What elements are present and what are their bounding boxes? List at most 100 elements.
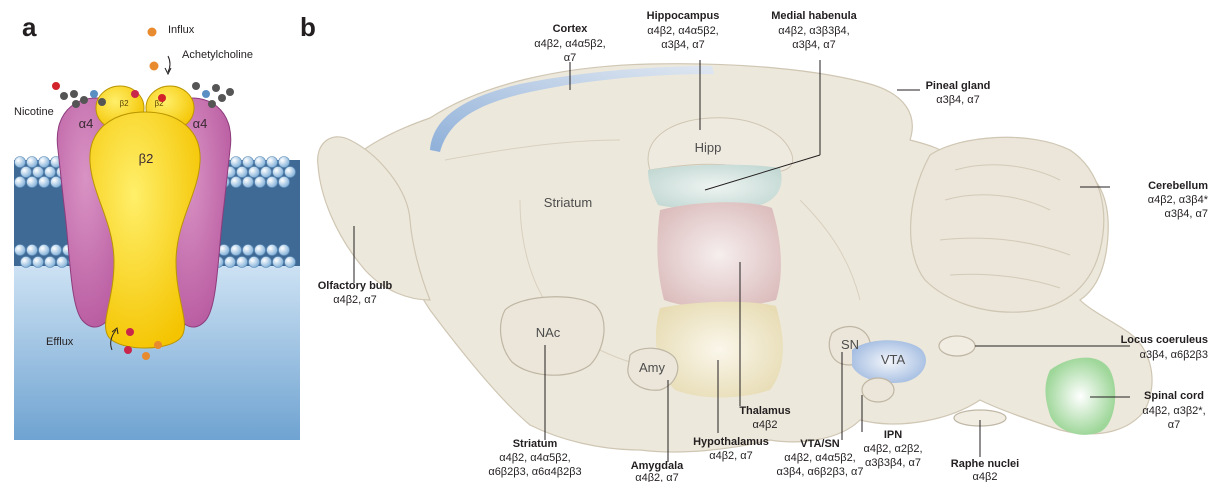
ipn-shape — [862, 378, 894, 402]
lipid-head — [249, 167, 260, 178]
label-vta-sn-line2: α3β4, α6β2β3, α7 — [777, 466, 864, 478]
region-striatum-label: Striatum — [544, 195, 592, 210]
region-hipp-label: Hipp — [695, 140, 722, 155]
brain-sagittal: Hipp Striatum NAc Amy SN VTA — [318, 64, 1152, 452]
label-vta-sn: VTA/SN — [800, 438, 840, 450]
lipid-head — [285, 167, 296, 178]
thalamus-region — [657, 202, 781, 307]
lipid-head — [39, 177, 50, 188]
acetylcholine-label: Achetylcholine — [182, 49, 253, 61]
lipid-head — [267, 245, 278, 256]
alpha4-left-label: α4 — [79, 116, 94, 131]
lipid-head — [231, 177, 242, 188]
receptor-illustration: α4 α4 β2 β2 β2 I — [14, 24, 300, 440]
lipid-head — [285, 257, 296, 268]
lipid-head — [51, 245, 62, 256]
label-cerebellum-line1: α4β2, α3β4* — [1148, 194, 1209, 206]
label-spinal-cord: Spinal cord — [1144, 390, 1204, 402]
lipid-head — [255, 177, 266, 188]
label-ipn: IPN — [884, 429, 902, 441]
alpha4-right-label: α4 — [193, 116, 208, 131]
label-cortex-line2: α7 — [564, 52, 576, 64]
lipid-head — [57, 257, 68, 268]
lipid-head — [27, 177, 38, 188]
lipid-head — [39, 245, 50, 256]
beta2-small-left-label: β2 — [119, 99, 129, 108]
lipid-head — [255, 245, 266, 256]
acetylcholine-dot — [148, 28, 157, 37]
region-vta-label: VTA — [881, 352, 906, 367]
panel-label-b: b — [300, 12, 316, 42]
label-vta-sn-line1: α4β2, α4α5β2, — [784, 452, 856, 464]
hypothalamus-region — [656, 302, 783, 398]
region-amy-label: Amy — [639, 360, 666, 375]
region-nac-label: NAc — [536, 325, 561, 340]
label-cerebellum-line2: α3β4, α7 — [1164, 208, 1208, 220]
efflux-label: Efflux — [46, 336, 74, 348]
label-olfactory-bulb-line1: α4β2, α7 — [333, 294, 377, 306]
label-medial-habenula: Medial habenula — [771, 10, 857, 22]
lipid-head — [225, 257, 236, 268]
lipid-head — [45, 167, 56, 178]
lipid-head — [243, 177, 254, 188]
lipid-head — [231, 157, 242, 168]
lipid-head — [273, 167, 284, 178]
lipid-head — [243, 157, 254, 168]
lipid-head — [51, 177, 62, 188]
label-hippocampus-line1: α4β2, α4α5β2, — [647, 25, 719, 37]
label-striatum: Striatum — [513, 438, 558, 450]
efflux-ion — [142, 352, 150, 360]
region-sn-label: SN — [841, 337, 859, 352]
label-raphe-nuclei: Raphe nuclei — [951, 458, 1019, 470]
lipid-head — [27, 245, 38, 256]
lipid-head — [15, 177, 26, 188]
locus-coeruleus-shape — [939, 336, 975, 356]
label-olfactory-bulb: Olfactory bulb — [318, 280, 393, 292]
label-medial-habenula-line1: α4β2, α3β3β4, — [778, 25, 849, 37]
lipid-head — [267, 157, 278, 168]
lipid-head — [21, 257, 32, 268]
efflux-ion — [126, 328, 134, 336]
label-striatum-line1: α4β2, α4α5β2, — [499, 452, 571, 464]
beta2-main-label: β2 — [139, 151, 154, 166]
lipid-head — [261, 167, 272, 178]
acetylcholine-dot — [150, 62, 159, 71]
label-hypothalamus: Hypothalamus — [693, 436, 769, 448]
panel-label-a: a — [22, 12, 37, 42]
label-ipn-line1: α4β2, α2β2, — [863, 443, 922, 455]
lipid-head — [279, 157, 290, 168]
label-pineal-gland: Pineal gland — [926, 80, 991, 92]
label-striatum-line2: α6β2β3, α6α4β2β3 — [488, 466, 581, 478]
efflux-ion — [154, 341, 162, 349]
label-spinal-cord-line1: α4β2, α3β2*, — [1142, 405, 1205, 417]
label-thalamus-line1: α4β2 — [753, 419, 778, 431]
label-spinal-cord-line2: α7 — [1168, 419, 1180, 431]
red-ion — [158, 94, 166, 102]
lipid-head — [15, 157, 26, 168]
lipid-head — [279, 177, 290, 188]
label-locus-coeruleus-line1: α3β4, α6β2β3 — [1140, 349, 1208, 361]
lipid-head — [249, 257, 260, 268]
label-locus-coeruleus: Locus coeruleus — [1121, 334, 1208, 346]
label-ipn-line2: α3β3β4, α7 — [865, 457, 921, 469]
influx-label: Influx — [168, 24, 195, 36]
label-amygdala-line1: α4β2, α7 — [635, 472, 679, 482]
label-medial-habenula-line2: α3β4, α7 — [792, 39, 836, 51]
lipid-head — [273, 257, 284, 268]
lipid-head — [39, 157, 50, 168]
lipid-head — [255, 157, 266, 168]
label-cerebellum: Cerebellum — [1148, 180, 1208, 192]
nicotine-label: Nicotine — [14, 106, 54, 118]
label-raphe-nuclei-line1: α4β2 — [973, 471, 998, 482]
lipid-head — [231, 245, 242, 256]
label-thalamus: Thalamus — [739, 405, 790, 417]
label-hippocampus-line2: α3β4, α7 — [661, 39, 705, 51]
label-hypothalamus-line1: α4β2, α7 — [709, 450, 753, 462]
cerebellum-shape — [911, 137, 1104, 312]
lipid-head — [27, 157, 38, 168]
lipid-head — [237, 257, 248, 268]
lipid-head — [33, 167, 44, 178]
red-ion — [131, 90, 139, 98]
lipid-head — [21, 167, 32, 178]
